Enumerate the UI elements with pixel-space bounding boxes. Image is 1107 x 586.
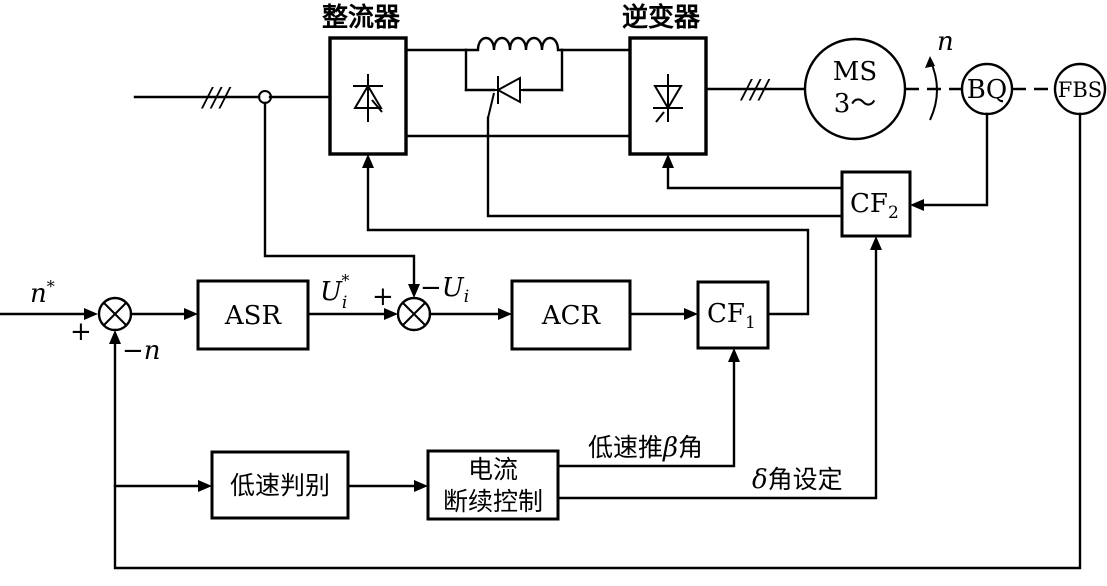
speed-ref-label: n* bbox=[30, 277, 55, 309]
asr-block bbox=[196, 279, 310, 351]
speed-feedback-arrow bbox=[109, 330, 121, 344]
minus-ui-label: −Ui bbox=[420, 273, 469, 307]
ctrl-to-cf2-arrow bbox=[870, 236, 882, 250]
low-speed-to-ctrl-arrow bbox=[414, 480, 428, 492]
cf2-to-inverter-arrow bbox=[662, 154, 674, 168]
sum2-to-acr-arrow bbox=[498, 308, 512, 320]
bypass-thyristor-icon bbox=[487, 76, 524, 119]
cf1-to-rectifier-arrow bbox=[362, 154, 374, 168]
rotation-arrowhead bbox=[925, 56, 935, 68]
current-ctrl-label-line2: 断续控制 bbox=[443, 487, 543, 516]
sum1-to-asr-arrow bbox=[184, 308, 198, 320]
cf2-to-bypass-line bbox=[486, 116, 844, 218]
cf2-label: CF2 bbox=[850, 189, 899, 223]
summing-junction-speed bbox=[97, 296, 133, 332]
minus-n-label: −n bbox=[122, 336, 161, 366]
cf1-to-rectifier-line bbox=[366, 164, 810, 316]
delta-angle-setting-label: δ角设定 bbox=[752, 465, 843, 495]
thyristor-icon-rectifier bbox=[353, 74, 383, 122]
thyristor-icon-inverter bbox=[653, 74, 683, 123]
cf2-to-inverter-line bbox=[666, 164, 844, 190]
motor-label-line2: 3～ bbox=[834, 89, 877, 119]
bq-to-cf2-arrow bbox=[910, 199, 924, 211]
speed-feedback-line bbox=[113, 112, 1082, 570]
acr-to-cf1-arrow bbox=[684, 308, 698, 320]
asr-to-sum2-arrow bbox=[384, 308, 398, 320]
acr-label: ACR bbox=[541, 301, 602, 331]
asr-label: ASR bbox=[224, 301, 283, 331]
ctrl-to-cf1-line bbox=[556, 360, 736, 468]
current-ctrl-label-line1: 电流 bbox=[468, 455, 518, 484]
dc-reactor-coil bbox=[464, 36, 564, 52]
speed-label-n: n bbox=[937, 27, 954, 57]
inverter-title: 逆变器 bbox=[622, 2, 701, 33]
cf1-label: CF1 bbox=[707, 299, 756, 333]
low-speed-detect-block bbox=[210, 450, 350, 520]
low-speed-push-beta-label: 低速推β角 bbox=[588, 433, 703, 463]
ui-star-label: Ui* bbox=[320, 271, 349, 313]
current-feedback-line bbox=[263, 101, 416, 286]
plus-sign-1: + bbox=[70, 317, 92, 347]
rectifier-title: 整流器 bbox=[322, 2, 401, 33]
three-phase-mark-left: /// bbox=[200, 83, 232, 113]
cf1-block bbox=[696, 280, 770, 350]
speed-ref-arrow bbox=[84, 308, 98, 320]
ctrl-to-cf1-arrow bbox=[728, 348, 740, 362]
low-speed-detect-label: 低速判别 bbox=[230, 471, 330, 500]
ctrl-to-cf2-line bbox=[556, 248, 878, 500]
bq-to-cf2-line bbox=[920, 112, 989, 207]
fbs-label: FBS bbox=[1058, 78, 1102, 102]
bq-label: BQ bbox=[967, 75, 1007, 105]
acr-block bbox=[510, 279, 632, 351]
to-low-speed-arrow bbox=[198, 480, 212, 492]
three-phase-mark-right: /// bbox=[739, 75, 771, 105]
motor-label-line1: MS bbox=[833, 57, 877, 87]
current-discontinuous-block bbox=[426, 449, 560, 521]
current-feedback-arrow bbox=[408, 284, 420, 298]
plus-sign-2: + bbox=[372, 282, 394, 312]
